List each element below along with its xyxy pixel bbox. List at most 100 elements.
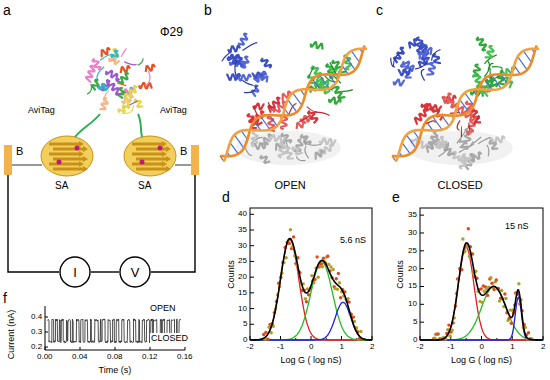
meter-circle: I (59, 256, 91, 288)
meter-circle: V (119, 256, 151, 288)
data-point (500, 289, 503, 292)
coil-loop (421, 69, 424, 80)
base-pair (234, 135, 243, 148)
base-pair (460, 100, 469, 113)
base-pair (433, 116, 443, 129)
streptavidin-blob (124, 136, 176, 176)
axis-title: Log G ( log nS) (451, 356, 512, 365)
state-label: OPEN (150, 304, 176, 313)
data-point (336, 288, 339, 291)
part-label: SA (55, 181, 68, 191)
helix-ribbon (92, 80, 99, 91)
panel-letter: f (3, 291, 7, 305)
axis-tick (185, 347, 186, 350)
tick-label: 30 (238, 242, 247, 250)
coil-loop (315, 112, 330, 115)
base-pair (523, 51, 531, 62)
part-label: B (180, 146, 187, 157)
tick-label: 25 (408, 247, 417, 255)
biotin-site (57, 160, 62, 165)
tick-label: 40 (238, 210, 247, 218)
base-pair (484, 79, 492, 90)
biotin-tether (175, 164, 191, 165)
data-point (326, 255, 329, 258)
data-point (289, 228, 292, 231)
panel-letter: c (376, 3, 383, 17)
data-point (337, 272, 340, 275)
axis-tick (150, 347, 151, 350)
coil-loop (304, 141, 321, 145)
coil-loop (124, 62, 136, 65)
panel-letter: b (204, 3, 212, 17)
helix-ribbon (260, 155, 270, 163)
data-point (527, 331, 530, 334)
coil-loop (484, 61, 489, 77)
helix-ribbon (86, 66, 95, 83)
axis-title: Time (s) (99, 366, 132, 375)
data-point (495, 278, 498, 281)
coil-loop (393, 52, 402, 67)
state-label: OPEN (275, 180, 306, 191)
beta-strand (136, 166, 171, 172)
axis-tick (420, 286, 424, 287)
data-point (331, 268, 334, 271)
helix-ribbon (146, 65, 155, 72)
biotin-site (158, 146, 163, 151)
axis-tick (45, 332, 48, 333)
plot-frame (420, 208, 543, 340)
helix-ribbon (465, 114, 476, 121)
tick-label: 0 (309, 343, 313, 351)
base-pair (441, 115, 449, 126)
sum-fit (420, 243, 543, 340)
avitag-linker (138, 114, 142, 137)
helix-ribbon (227, 55, 241, 61)
tick-label: 25 (238, 257, 247, 265)
circuit-wire (91, 272, 119, 273)
coil-loop (487, 145, 489, 156)
helix-ribbon (437, 137, 444, 148)
beta-strand (132, 161, 167, 167)
panel-letter: a (3, 3, 11, 17)
data-point (481, 301, 484, 304)
axis-tick (420, 322, 424, 323)
peak-value: 5.6 nS (340, 236, 366, 245)
part-label: SA (138, 181, 151, 191)
helix-ribbon (329, 98, 340, 104)
data-point (310, 274, 313, 277)
beta-strand (132, 151, 167, 157)
beta-strand (53, 146, 88, 152)
data-point (315, 255, 318, 258)
data-point (307, 293, 310, 296)
gaussian-fit (420, 247, 543, 340)
data-point (339, 296, 342, 299)
helix-ribbon (403, 61, 414, 72)
coil-loop (235, 59, 237, 77)
data-point (321, 265, 324, 268)
streptavidin-blob (41, 136, 93, 176)
coil-loop (296, 156, 305, 160)
data-point (480, 287, 483, 290)
base-pair (351, 51, 359, 62)
axis-tick (250, 245, 254, 246)
axis-tick (420, 268, 424, 269)
base-pair (312, 79, 320, 90)
coil-loop (243, 80, 254, 85)
data-point (322, 257, 325, 260)
tick-label: 35 (408, 211, 417, 219)
dna-strand (396, 49, 539, 162)
circuit-wire (91, 271, 119, 272)
state-label: CLOSED (438, 180, 483, 191)
axis-title: Current (nA) (7, 309, 16, 359)
data-point (490, 282, 493, 285)
helix-ribbon (108, 83, 120, 95)
data-point (338, 281, 341, 284)
helix-ribbon (427, 63, 435, 76)
gaussian-fit (250, 262, 372, 341)
coil-loop (432, 50, 441, 61)
helix-ribbon (471, 152, 482, 161)
tick-label: 0.16 (177, 353, 193, 361)
base-pair (269, 115, 277, 126)
data-point (436, 332, 439, 335)
tick-label: 5 (413, 318, 417, 326)
